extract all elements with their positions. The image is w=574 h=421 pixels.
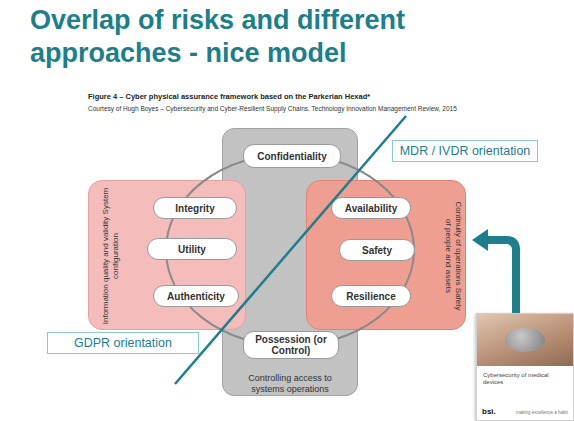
node-text: Continuity of operations Safety of peopl… [443, 200, 463, 312]
property-pill: Resilience [331, 285, 411, 307]
node-text: Resilience [346, 291, 395, 302]
stone-shape [505, 328, 545, 352]
property-pill: Authenticity [153, 285, 239, 307]
arrow-shaft [486, 240, 516, 313]
node-text: Cybersecurity of medical devices [483, 372, 569, 386]
orientation-box: MDR / IVDR orientation [392, 140, 538, 162]
slide-title: Overlap of risks and different approache… [30, 4, 530, 70]
book-cover: Cybersecurity of medical devices bsi. maki… [476, 313, 574, 421]
pointer-arrow [472, 229, 516, 313]
node-text: Possession (or Control) [244, 334, 338, 356]
property-pill: Confidentiality [243, 144, 341, 168]
property-pill: Availability [331, 197, 411, 219]
information-group: Information quality and validity System … [88, 180, 246, 330]
node-text: Confidentiality [257, 151, 326, 162]
node-text: MDR / IVDR orientation [400, 144, 531, 158]
property-pill: Safety [339, 239, 415, 261]
figure-caption: Figure 4 – Cyber physical assurance fram… [88, 92, 558, 101]
property-pill: Possession (or Control) [243, 331, 339, 359]
arrow-head [472, 229, 488, 251]
node-text: bsi. [482, 407, 496, 416]
node-text: Safety [362, 245, 392, 256]
node-text: GDPR orientation [74, 336, 172, 350]
node-text: Controlling access to systems operations [235, 373, 345, 395]
orientation-box: GDPR orientation [47, 332, 199, 354]
cover-photo [477, 314, 573, 366]
node-text: Integrity [175, 203, 214, 214]
node-text: Authenticity [167, 291, 225, 302]
property-pill: Utility [147, 238, 237, 260]
continuity-group: Continuity of operations Safety of peopl… [306, 180, 466, 330]
node-text: making excellence a habit. [516, 410, 569, 415]
node-text: Information quality and validity System … [101, 186, 121, 326]
node-text: Availability [345, 203, 397, 214]
source-note: Courtesy of Hugh Boyes – Cybersecurity a… [88, 105, 558, 113]
property-pill: Integrity [153, 197, 237, 219]
node-text: Utility [178, 244, 206, 255]
